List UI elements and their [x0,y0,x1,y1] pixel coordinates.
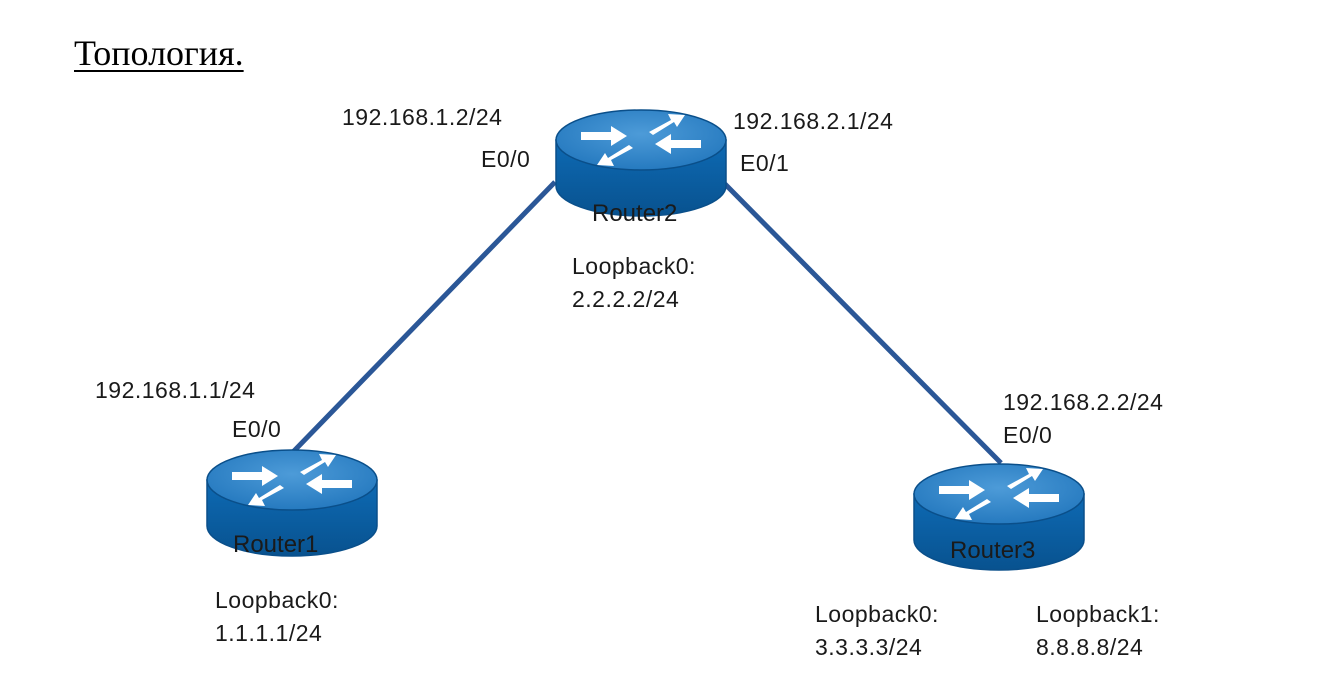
interface-ip-label: 192.168.1.2/24 [342,104,502,130]
link-router1-router2 [291,180,557,454]
interface-name-label: E0/0 [232,416,281,442]
loopback-ip-label: 2.2.2.2/24 [572,286,679,312]
interface-ip-label: 192.168.2.2/24 [1003,389,1163,415]
interface-name-label: E0/0 [481,146,530,172]
router-name: Router1 [233,531,318,558]
loopback-name-label: Loopback0: [215,587,339,613]
loopback-name-label: Loopback0: [815,601,939,627]
interface-name-label: E0/0 [1003,422,1052,448]
interface-ip-label: 192.168.1.1/24 [95,377,255,403]
interface-name-label: E0/1 [740,150,789,176]
router-name: Router3 [950,537,1035,564]
router-name: Router2 [592,200,677,227]
loopback-ip-label: 8.8.8.8/24 [1036,634,1143,660]
loopback-ip-label: 1.1.1.1/24 [215,620,322,646]
loopback-ip-label: 3.3.3.3/24 [815,634,922,660]
loopback-name-label: Loopback1: [1036,601,1160,627]
loopback-name-label: Loopback0: [572,253,696,279]
link-router2-router3 [723,182,1003,465]
page-title: Топология. [74,33,244,73]
interface-ip-label: 192.168.2.1/24 [733,108,893,134]
